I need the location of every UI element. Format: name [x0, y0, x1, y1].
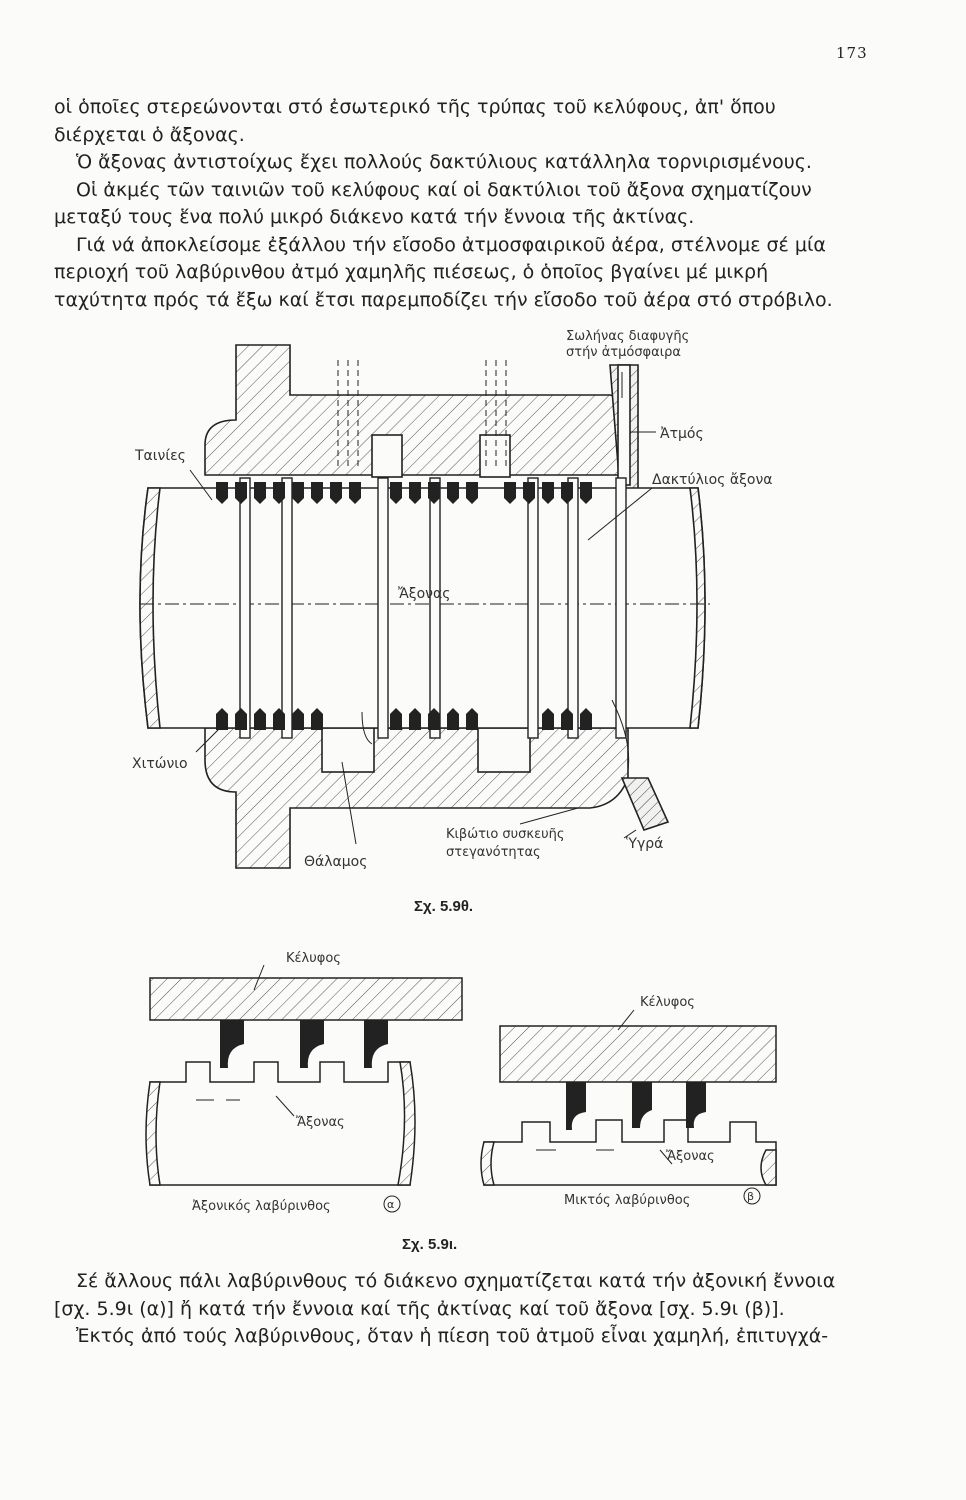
label-vent-1: Σωλήνας διαφυγῆς: [566, 329, 689, 344]
strips-a: [220, 1020, 388, 1068]
labyrinth-gland-figure: [139, 344, 710, 869]
figure-caption-1: Σχ. 5.9θ.: [414, 898, 474, 915]
label-shell-a: Κέλυφος: [286, 951, 341, 966]
drain-pipe: [620, 777, 670, 831]
shell-b: [499, 1025, 777, 1083]
label-title-b: Μικτός λαβύρινθος: [564, 1193, 690, 1208]
label-box-1: Κιβώτιο συσκευῆς: [446, 827, 565, 842]
label-shaft-a: Ἄξονας: [296, 1115, 345, 1130]
leader-lines: [189, 372, 656, 845]
lower-casing: [204, 727, 629, 869]
shaft-a-right-hatch: [397, 1061, 416, 1186]
paragraph-4: Γιά νά ἀποκλείσομε ἐξάλλου τήν εἴσοδο ἀτ…: [54, 233, 833, 311]
shaft-a-left-hatch: [145, 1081, 161, 1186]
mixed-labyrinth-figure: [480, 1009, 777, 1186]
label-shaft-ring: Δακτύλιος ἄξονα: [652, 472, 773, 488]
tag-circle-a: [383, 1195, 401, 1213]
paragraph-1: οἱ ὁποῖες στερεώνονται στό ἐσωτερικό τῆς…: [54, 96, 776, 146]
label-steam: Ἀτμός: [660, 426, 704, 442]
shaft-left-hatch: [139, 487, 161, 729]
label-liquids: Ὑγρά: [626, 836, 663, 852]
paragraph-2: Ὁ ἄξονας ἀντιστοίχως ἔχει πολλούς δακτύλ…: [76, 151, 812, 173]
paragraph-6: Ἐκτός ἀπό τούς λαβύρινθους, ὅταν ἡ πίεση…: [76, 1325, 829, 1347]
axial-labyrinth-figure: [145, 964, 463, 1186]
label-vent-2: στήν ἀτμόσφαιρα: [566, 345, 681, 360]
label-tag-b: β: [747, 1190, 754, 1203]
label-box-2: στεγανότητας: [446, 845, 541, 860]
seal-strips-top: [216, 482, 592, 504]
label-title-a: Ἀξονικός λαβύρινθος: [192, 1199, 331, 1214]
label-casing: Χιτώνιο: [132, 756, 188, 772]
shaft-b: [483, 1119, 777, 1186]
vent-channel: [617, 364, 631, 486]
chamber-bottom-2: [477, 727, 531, 773]
tag-circle-b: [743, 1187, 761, 1205]
chamber-top-2: [479, 434, 511, 478]
shaft-right-hatch: [689, 487, 706, 729]
label-chamber: Θάλαμος: [304, 854, 367, 870]
shaft-rings: [239, 477, 627, 739]
strips-b: [566, 1082, 706, 1130]
shell-a: [149, 977, 463, 1021]
upper-casing: [204, 344, 629, 476]
bottom-text: Σέ ἄλλους πάλι λαβύρινθους τό διάκενο σχ…: [54, 1268, 866, 1351]
shaft-a: [149, 1061, 411, 1186]
top-text: οἱ ὁποῖες στερεώνονται στό ἐσωτερικό τῆς…: [54, 94, 866, 314]
label-tag-a: α: [387, 1198, 394, 1211]
label-shaft: Ἄξονας: [398, 586, 450, 602]
chamber-bottom-1: [321, 727, 375, 773]
shaft-b-left-hatch: [480, 1141, 495, 1186]
page-number: 173: [836, 44, 868, 62]
paragraph-3: Οἱ ἀκμές τῶν ταινιῶν τοῦ κελύφους καί οἱ…: [54, 178, 812, 229]
label-shell-b: Κέλυφος: [640, 995, 695, 1010]
chamber-top-1: [371, 434, 403, 478]
label-shaft-b: Ἄξονας: [666, 1149, 715, 1164]
bolt-lines: [337, 360, 507, 470]
label-strips: Ταινίες: [134, 448, 186, 464]
paragraph-5: Σέ ἄλλους πάλι λαβύρινθους τό διάκενο σχ…: [54, 1270, 836, 1320]
shaft-b-right-hatch: [760, 1149, 777, 1186]
seal-strips-bottom: [216, 708, 592, 730]
figure-caption-2: Σχ. 5.9ι.: [402, 1236, 458, 1253]
